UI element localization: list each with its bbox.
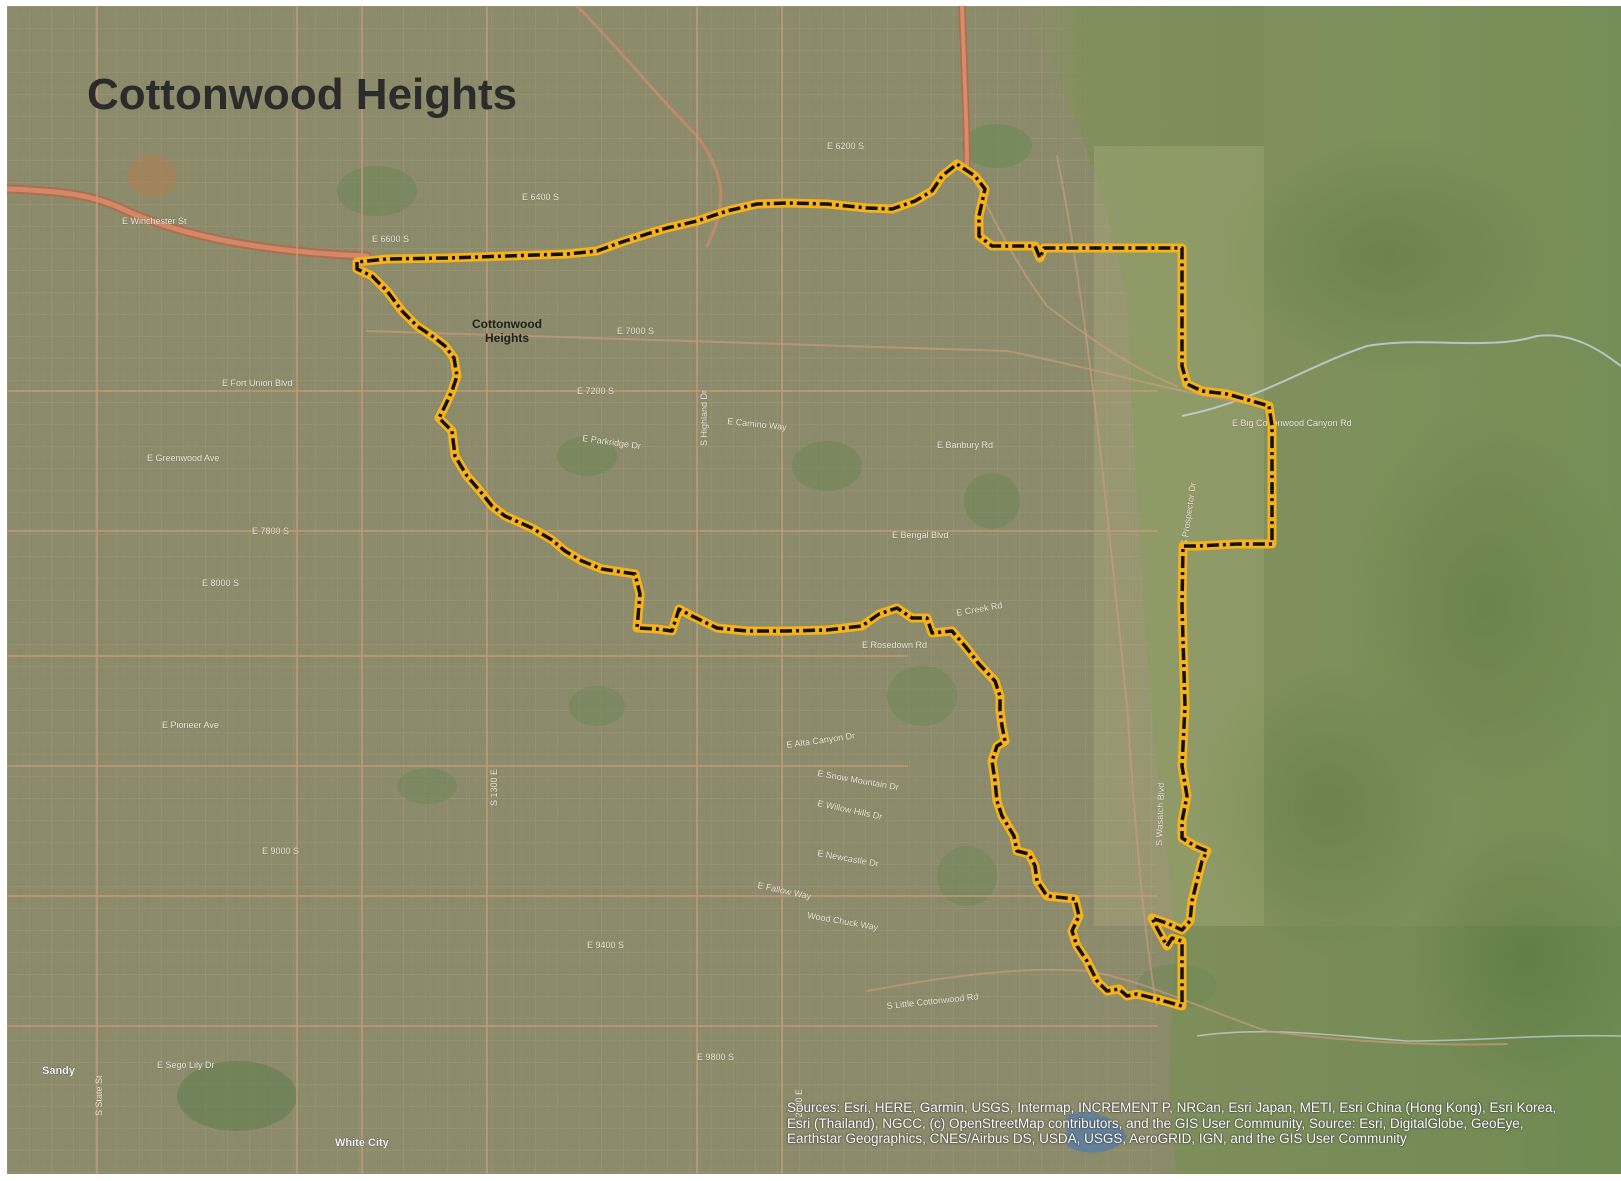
place-label-sandy: Sandy — [42, 1065, 76, 1077]
street-label: E 8000 S — [202, 578, 239, 588]
street-label: E 7000 S — [617, 326, 654, 336]
city-label-line2: Heights — [485, 331, 529, 345]
street-label: E Rosedown Rd — [862, 640, 927, 650]
street-label: E Greenwood Ave — [147, 453, 219, 463]
street-label: E Pioneer Ave — [162, 720, 219, 730]
street-label: E Big Cottonwood Canyon Rd — [1232, 418, 1352, 428]
street-label: E 7200 S — [577, 386, 614, 396]
street-label: S Wasatch Blvd — [1154, 783, 1166, 847]
street-label: S State St — [94, 1075, 104, 1116]
basemap-imagery[interactable]: E 6200 S E 6400 S E 6600 S E Winchester … — [7, 6, 1621, 1174]
street-label: E Winchester St — [122, 216, 187, 226]
street-label: E Fort Union Blvd — [222, 378, 293, 388]
street-label: S Highland Dr — [699, 390, 709, 446]
street-label: E 7800 S — [252, 526, 289, 536]
road-network — [7, 6, 1508, 1174]
map-attribution: Sources: Esri, HERE, Garmin, USGS, Inter… — [787, 1100, 1557, 1146]
street-label: E 6200 S — [827, 141, 864, 151]
street-label: S 2000 E — [794, 1089, 804, 1126]
street-label: E 6400 S — [522, 192, 559, 202]
city-label-line1: Cottonwood — [472, 317, 542, 331]
street-label: S 1300 E — [489, 769, 499, 806]
street-label: E 9800 S — [697, 1052, 734, 1062]
street-label: E Sego Lily Dr — [157, 1060, 215, 1070]
street-label: E 6600 S — [372, 234, 409, 244]
boundary-dash — [355, 162, 1274, 1008]
place-label-white-city: White City — [335, 1137, 390, 1149]
map-view[interactable]: E 6200 S E 6400 S E 6600 S E Winchester … — [7, 6, 1621, 1174]
street-label: E 9400 S — [587, 940, 624, 950]
city-boundary[interactable] — [352, 159, 1277, 1011]
street-label: E 9000 S — [262, 846, 299, 856]
street-label: E Banbury Rd — [937, 440, 993, 450]
map-title: Cottonwood Heights — [87, 70, 518, 119]
street-label: E Bengal Blvd — [892, 530, 949, 540]
